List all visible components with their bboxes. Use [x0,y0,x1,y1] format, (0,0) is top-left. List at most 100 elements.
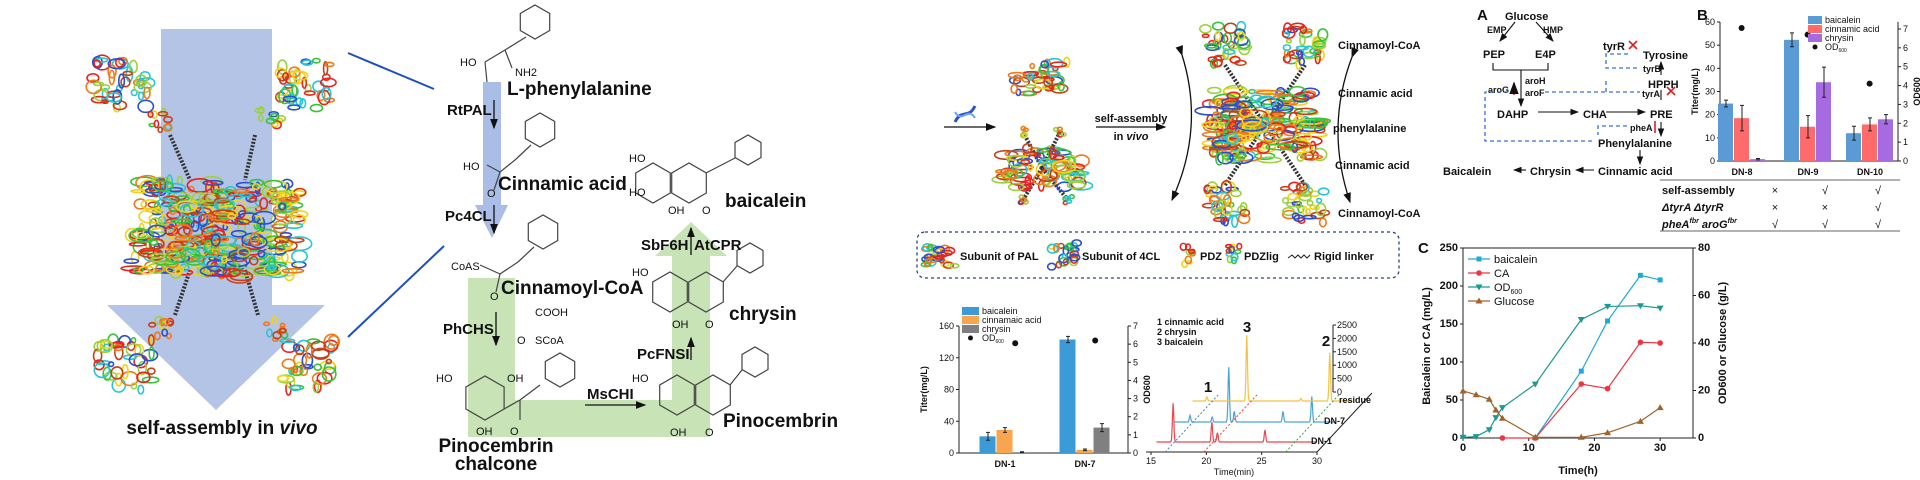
error-bar [1724,99,1728,108]
panel-b-label: B [1697,7,1708,24]
bond [517,246,535,263]
tyrr-knockout-icon [1628,40,1638,50]
rigid-linker-icon [1287,254,1311,259]
data-point [1476,256,1482,262]
bar-chrysin [1878,119,1893,161]
compound-cinnamoyl-coa: Cinnamoyl-CoA [501,278,644,299]
group-scoa: SCoA [535,335,564,347]
tick-label: 5 [1133,357,1138,367]
series-line [1534,274,1661,439]
node-emp: EMP [1487,25,1507,35]
legend-label: chrysin [982,324,1011,334]
tick-label: 0 [1460,442,1466,454]
self-assembly-label: self-assembly [1095,113,1169,125]
peak-label: 1 [1204,379,1212,396]
substrate-label: Cinnamoyl-CoA [1338,208,1421,220]
tick-label: 20 [1705,110,1715,120]
error-bar [1756,157,1760,161]
peak-guide-line [1285,394,1340,453]
trace-label: DN-1 [1311,436,1332,446]
mark: √ [1822,185,1829,197]
pdzlig-icon [1062,193,1076,206]
legend-swatch [1808,16,1822,24]
4cl-subunit-icon [1281,22,1329,71]
tick-label: 40 [1705,63,1715,73]
pal-subunit-icon [197,225,313,284]
y2-axis-label: OD600 [1142,375,1152,404]
pal-subunit-icon [208,178,309,235]
od600-point [1738,25,1745,32]
tick-label: 0 [1452,432,1458,444]
rigid-linker [173,269,192,316]
benzene-ring-icon [736,242,764,274]
gene-tyrb: tyrB [1643,64,1662,74]
bond [499,159,516,173]
4cl-subunit-icon [92,333,160,395]
benzene-ring-icon [465,375,505,421]
data-point [1492,406,1500,413]
legend-label: OD600 [1494,282,1522,296]
tick-label: 1500 [1337,347,1357,357]
tick-label: 2500 [1337,320,1357,330]
peak-label: 3 [1243,319,1251,336]
feedback-dashed-lines [1484,53,1640,142]
chemical-structures [465,4,769,421]
series-CA [1499,339,1663,441]
bar-baicalein [1784,39,1799,161]
compound-pinocembrin: Pinocembrin [723,411,838,432]
error-bar [1083,448,1087,452]
peak-legend-item: 2 chrysin [1157,327,1197,337]
panel-a-label: A [1477,7,1488,24]
tick-label: 0 [1698,432,1704,444]
bond [729,369,743,386]
bar-baicalein [1718,103,1733,161]
4cl-subunit-icon [85,54,156,114]
enzyme-sbf6h: SbF6H [641,237,689,254]
compound-baicalein: baicalein [725,191,806,212]
row-label-fbr: pheAfbr aroGfbr [1661,218,1738,231]
enzyme-rtpal: RtPAL [447,102,492,119]
error-bar [1740,104,1744,132]
data-point [1657,277,1663,283]
legend-label: Glucose [1494,296,1534,308]
node-pre: PRE [1650,109,1673,121]
tick-label: 2 [1903,118,1908,128]
tick-label: 2000 [1337,333,1357,343]
rigid-linker [168,134,192,181]
tyra-knockout-icon [1666,86,1676,96]
group-o: O [705,319,714,331]
data-point [1459,387,1467,394]
tick-label: 30 [1312,456,1322,466]
y2-axis-label: OD600 or Glucose (g/L) [1717,282,1729,405]
group-ho: HO [460,57,477,69]
group-oh: OH [670,427,687,439]
tick-label: 40 [944,416,954,426]
benzene-ring-icon [659,374,695,416]
data-point [1578,381,1585,387]
4cl-subunit-icon [1201,179,1251,228]
data-point [1604,303,1612,310]
series-OD600 [1459,303,1664,441]
peak-label: 2 [1322,333,1330,350]
legend-label: CA [1494,268,1510,280]
group-o: O [510,426,519,438]
group-o: O [487,188,496,200]
peak-guide-line [1164,394,1219,453]
data-point [1475,297,1483,304]
legend-label: OD600 [1825,42,1847,54]
compound-l-phenylalanine: L-phenylalanine [507,79,652,100]
series-Glucose [1459,387,1664,440]
bond [722,265,738,283]
node-hpph: HPPH [1648,79,1679,91]
legend-label: baicalein [1825,15,1861,25]
data-point [1492,415,1500,422]
compound-cinnamic-acid: Cinnamic acid [498,174,627,195]
pdz-icon [1179,242,1197,269]
series-line [1502,341,1661,439]
tick-label: 2 [1133,412,1138,422]
tick-label: 1 [1903,137,1908,147]
compound-pinocembrin-chalcone-2: chalcone [455,454,537,475]
left-caption: self-assembly in vivo [126,418,317,439]
data-point [1657,340,1663,346]
